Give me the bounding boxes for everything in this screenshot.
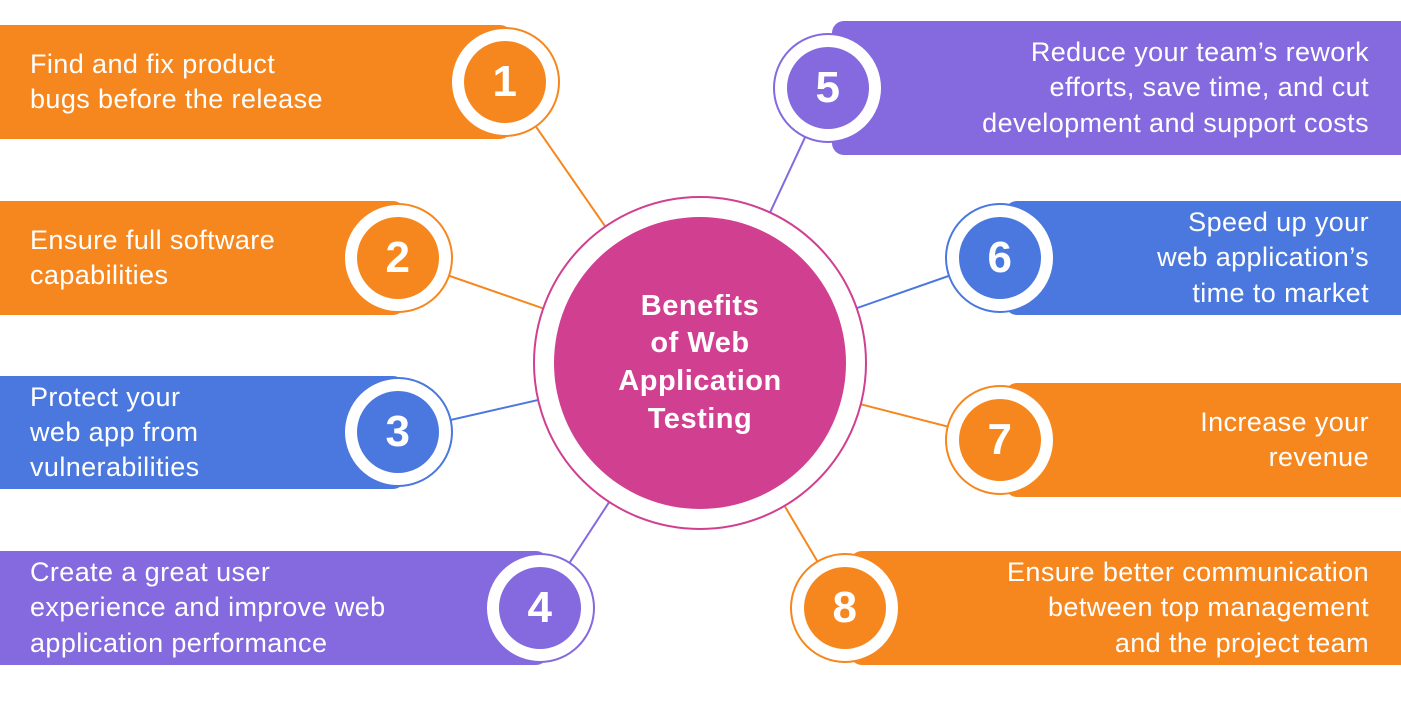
item-4-circle: 4 xyxy=(485,553,595,663)
item-2-label: Ensure full software capabilities xyxy=(30,224,276,290)
item-7-disc: 7 xyxy=(959,399,1041,481)
center-title: Benefits of Web Application Testing xyxy=(618,289,782,435)
center-circle: Benefits of Web Application Testing xyxy=(533,196,867,530)
item-3-number: 3 xyxy=(385,407,411,456)
item-5-disc: 5 xyxy=(787,47,869,129)
item-7-circle: 7 xyxy=(945,385,1055,495)
item-6-disc: 6 xyxy=(959,217,1041,299)
item-8-circle: 8 xyxy=(790,553,900,663)
item-2-circle: 2 xyxy=(343,203,453,313)
item-5-banner: Reduce your team’s rework efforts, save … xyxy=(832,21,1401,155)
item-5-number: 5 xyxy=(815,63,841,112)
item-5-label: Reduce your team’s rework efforts, save … xyxy=(982,37,1369,138)
item-6-label: Speed up your web application’s time to … xyxy=(1157,207,1369,308)
item-1-circle: 1 xyxy=(450,27,560,137)
item-3-circle: 3 xyxy=(343,377,453,487)
item-7-label: Increase your revenue xyxy=(1200,406,1369,472)
item-4-disc: 4 xyxy=(499,567,581,649)
item-7-number: 7 xyxy=(987,415,1013,464)
item-6-circle: 6 xyxy=(945,203,1055,313)
item-8-banner: Ensure better communication between top … xyxy=(850,551,1401,665)
center-disc: Benefits of Web Application Testing xyxy=(554,217,846,509)
item-4-number: 4 xyxy=(527,583,553,632)
item-3-label: Protect your web app from vulnerabilitie… xyxy=(30,381,200,483)
item-1-banner: Find and fix product bugs before the rel… xyxy=(0,25,512,139)
item-6-number: 6 xyxy=(987,233,1013,282)
item-8-disc: 8 xyxy=(804,567,886,649)
item-3-disc: 3 xyxy=(357,391,439,473)
item-6-banner: Speed up your web application’s time to … xyxy=(1005,201,1401,315)
item-8-label: Ensure better communication between top … xyxy=(1007,557,1369,658)
item-8-number: 8 xyxy=(832,583,858,632)
item-2-banner: Ensure full software capabilities xyxy=(0,201,405,315)
item-1-label: Find and fix product bugs before the rel… xyxy=(30,48,323,114)
item-4-banner: Create a great user experience and impro… xyxy=(0,551,548,665)
item-5-circle: 5 xyxy=(773,33,883,143)
item-4-label: Create a great user experience and impro… xyxy=(30,557,386,658)
item-2-disc: 2 xyxy=(357,217,439,299)
item-1-disc: 1 xyxy=(464,41,546,123)
item-2-number: 2 xyxy=(385,233,411,282)
item-7-banner: Increase your revenue xyxy=(1005,383,1401,497)
item-1-number: 1 xyxy=(492,57,518,106)
item-3-banner: Protect your web app from vulnerabilitie… xyxy=(0,376,405,489)
